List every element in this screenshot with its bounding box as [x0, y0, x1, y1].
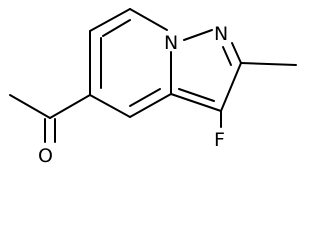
- atom-label-fluorine: F: [214, 129, 225, 151]
- bond-n2-c2: [231, 42, 242, 64]
- atom-label-nitrogen-ring: N: [214, 23, 228, 45]
- bond-c3-c3a: [170, 93, 222, 112]
- atom-label-nitrogen-bridge: N: [164, 32, 178, 54]
- bond-c4-c5: [89, 94, 131, 118]
- bond-c5-carbonyl: [49, 94, 91, 119]
- bond-n-bridge-n2: [183, 29, 213, 41]
- molecule-structure: N N F O: [9, 8, 297, 167]
- bond-c7-n-bridge: [129, 8, 168, 31]
- bond-c8-c7: [89, 8, 131, 32]
- molecule-canvas: N N F O: [9, 8, 297, 167]
- bond-c4-double-inner: [129, 88, 161, 107]
- bond-c2-methyl: [240, 62, 297, 66]
- bond-c7-double-inner: [102, 19, 131, 37]
- atom-label-oxygen: O: [38, 145, 53, 167]
- bond-n2-double-inner: [222, 46, 232, 66]
- bond-c2-c3: [220, 62, 242, 112]
- bond-c3a-c4: [129, 93, 172, 118]
- bond-carbonyl-methyl: [9, 94, 51, 119]
- bond-c3-double-inner: [178, 88, 215, 102]
